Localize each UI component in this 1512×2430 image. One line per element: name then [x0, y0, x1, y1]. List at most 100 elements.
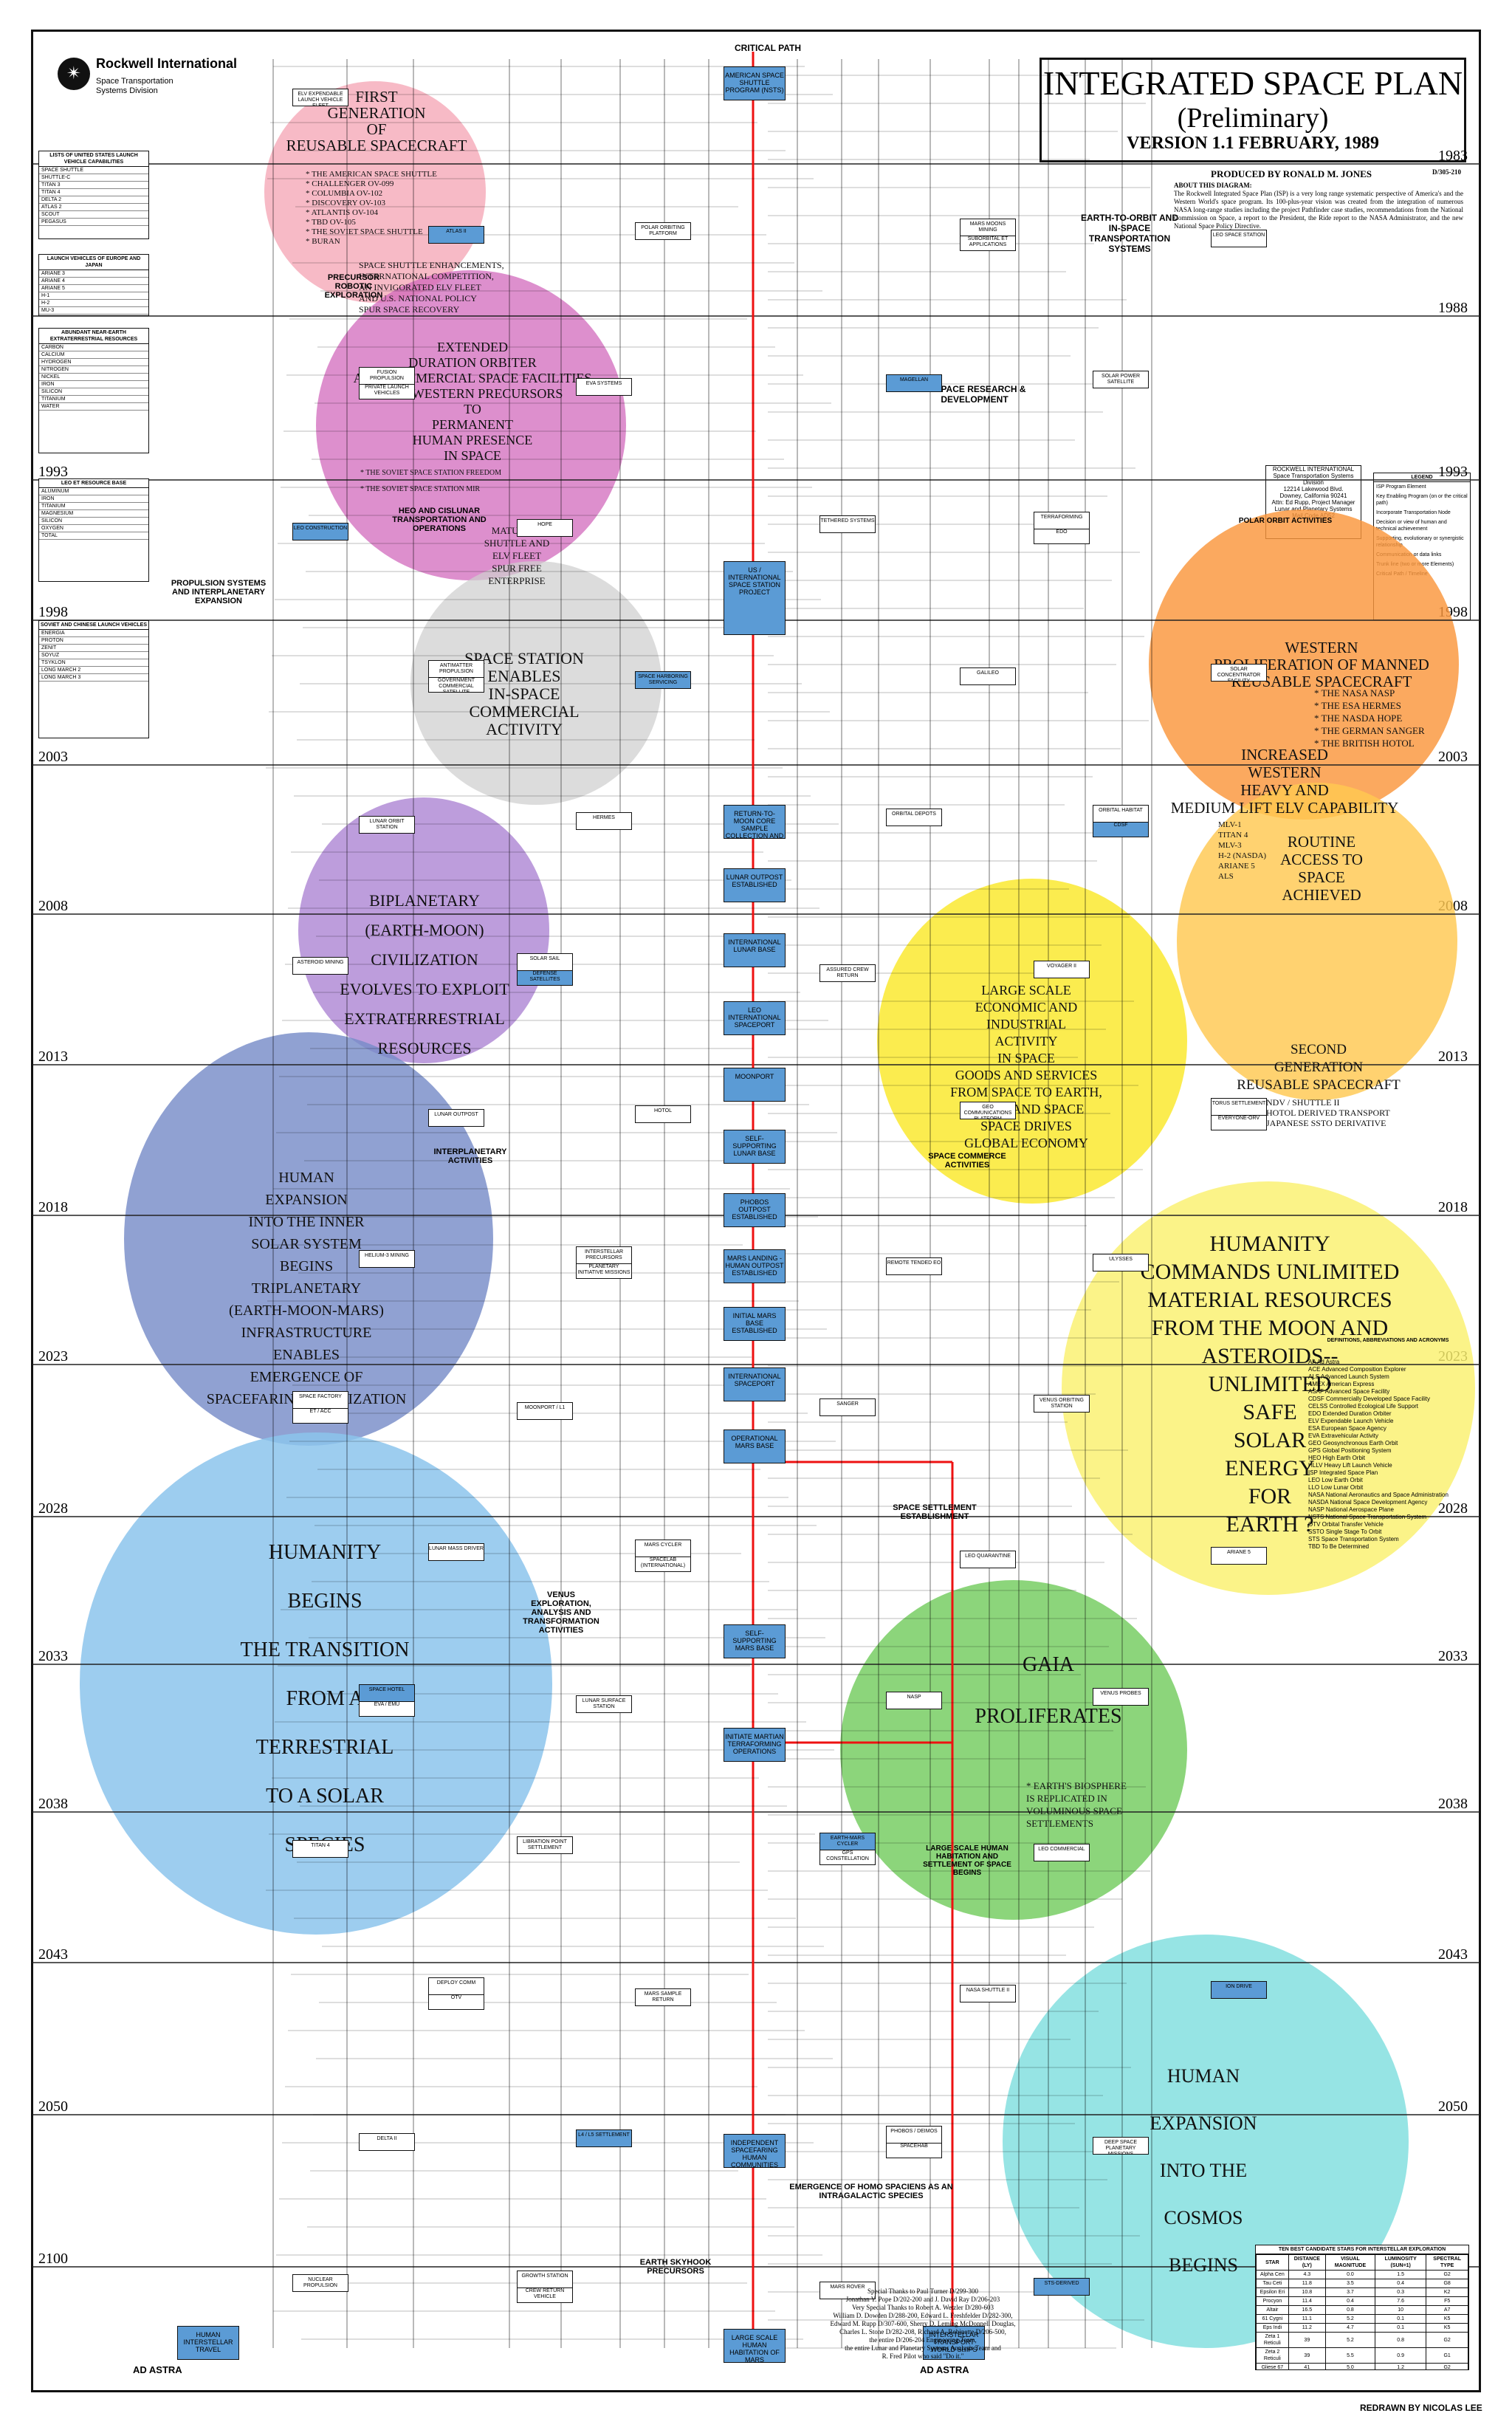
address-line: 12214 Lakewood Blvd.: [1283, 486, 1344, 492]
division-line-2: Systems Division: [96, 86, 158, 95]
logo-name: Rockwell International: [96, 56, 238, 71]
bubble-biplanetary: [298, 797, 549, 1063]
bubble-line: SPACE: [1298, 868, 1345, 886]
bubble-line: HEAVY AND: [1240, 781, 1329, 799]
table-row: DELTA 2: [39, 196, 148, 204]
definition-item: TBD To Be Determined: [1308, 1543, 1370, 1550]
table-cell: Gliese 67: [1256, 2363, 1289, 2369]
bubble-line: BEGINS: [1169, 2254, 1238, 2276]
year-label: 1993: [38, 464, 68, 480]
table-cell: 7.6: [1375, 2296, 1427, 2306]
year-label: 1998: [38, 604, 68, 620]
program-element: SPACE HOTEL: [359, 1684, 415, 1702]
bubble-line: * TBD OV-105: [306, 218, 356, 227]
table-row: SHUTTLE-C: [39, 174, 148, 182]
table-row: NITROGEN: [39, 366, 148, 374]
table-cell: F5: [1426, 2296, 1468, 2306]
bubble-line: PROLIFERATION OF MANNED: [1214, 656, 1429, 673]
table-row: H-2: [39, 300, 148, 307]
bubble-line: * DISCOVERY OV-103: [306, 199, 385, 207]
table-cell: K5: [1426, 2323, 1468, 2333]
address-line: Downey, California 90241: [1279, 492, 1347, 499]
table-row: ARIANE 3: [39, 270, 148, 278]
bubble-line: INTERNATIONAL COMPETITION,: [359, 271, 494, 281]
head-venus: VENUS EXPLORATION, ANALYSIS AND TRANSFOR…: [523, 1590, 599, 1635]
head-inspace: IN-SPACE RESEARCH & DEVELOPMENT: [923, 384, 1026, 405]
bubble-line: SHUTTLE AND: [484, 538, 550, 549]
bubble-line: ENABLES: [273, 1347, 340, 1363]
bubble-line: FIRST: [355, 88, 398, 106]
table-abundant: ABUNDANT NEAR-EARTH EXTRATERRESTRIAL RES…: [38, 328, 149, 453]
bubble-line: WESTERN: [1248, 763, 1322, 781]
bubble-line: * THE SOVIET SPACE SHUTTLE: [306, 227, 423, 236]
definition-item: AMEX American Express: [1308, 1381, 1375, 1387]
table-row: IRON: [39, 381, 148, 388]
column-header: LUMINOSITY (SUN=1): [1375, 2254, 1427, 2271]
program-element: INTERSTELLAR PRECURSORS: [576, 1246, 632, 1264]
bubble-line: TRIPLANETARY: [251, 1280, 362, 1297]
table-row: ARIANE 5: [39, 285, 148, 292]
program-element: L4 / L5 SETTLEMENT: [576, 2129, 632, 2147]
program-element: VENUS PROBES: [1093, 1688, 1149, 1706]
definition-item: ACE Advanced Composition Explorer: [1308, 1366, 1406, 1373]
bubble-line: TO: [464, 402, 481, 416]
program-element: LUNAR ORBIT STATION: [359, 816, 415, 834]
bubble-line: REUSABLE SPACECRAFT: [1237, 1077, 1401, 1093]
bubble-line: EXTENDED: [437, 340, 508, 354]
bubble-first-generation: [264, 81, 486, 303]
bubble-line: * THE GERMAN SANGER: [1314, 725, 1425, 736]
program-element: REMOTE TENDED EO: [886, 1257, 942, 1275]
table-title: ABUNDANT NEAR-EARTH EXTRATERRESTRIAL RES…: [39, 329, 148, 344]
program-element: SANGER: [819, 1398, 876, 1416]
program-element: LUNAR SURFACE STATION: [576, 1695, 632, 1713]
table-cell: 11.2: [1288, 2323, 1326, 2333]
table-cell: 10: [1375, 2305, 1427, 2315]
head-propulsion: PROPULSION SYSTEMS AND INTERPLANETARY EX…: [171, 579, 267, 605]
table-row: LONG MARCH 2: [39, 667, 148, 674]
critical-path-label: CRITICAL PATH: [735, 43, 801, 53]
column-header: VISUAL MAGNITUDE: [1324, 2254, 1376, 2271]
table-row: ZENIT: [39, 645, 148, 652]
bubble-line: MLV-3: [1218, 841, 1242, 850]
program-element: GALILEO: [960, 667, 1016, 685]
bubble-line: ACTIVITY: [486, 720, 563, 738]
program-element: STS-DERIVED: [1034, 2278, 1090, 2296]
table-cell: 1.5: [1375, 2270, 1427, 2279]
program-element: LEO QUARANTINE: [960, 1551, 1016, 1568]
bubble-line: DURATION ORBITER: [408, 355, 537, 370]
table-cell: 0.4: [1324, 2296, 1376, 2306]
bubble-line: IS REPLICATED IN: [1026, 1793, 1107, 1804]
thanks-line: Charles L. Stone D/282-208, Richard A. R…: [839, 2328, 1006, 2335]
key-node: LUNAR OUTPOST ESTABLISHED: [724, 868, 786, 902]
year-label: 1988: [1438, 300, 1468, 316]
table-cell: 4.7: [1324, 2323, 1376, 2333]
key-node: LEO INTERNATIONAL SPACEPORT: [724, 1001, 786, 1035]
program-element: ASTEROID MINING: [292, 957, 348, 975]
bubble-line: IN SPACE: [997, 1051, 1055, 1065]
head-precursor: PRECURSOR ROBOTIC EXPLORATION: [324, 273, 383, 300]
table-cell: 0.4: [1375, 2279, 1427, 2288]
bubble-line: * CHALLENGER OV-099: [306, 179, 394, 188]
program-element: SPACELAB (INTERNATIONAL): [635, 1554, 691, 1572]
table-row: PROTON: [39, 637, 148, 645]
table-row: SCOUT: [39, 211, 148, 219]
bubble-line: SAFE: [1243, 1400, 1297, 1424]
list-western-proliferation: * THE NASA NASP* THE ESA HERMES* THE NAS…: [1314, 687, 1447, 749]
program-element: GOVERNMENT COMMERCIAL SATELLITE DEPLOYME…: [428, 675, 484, 693]
table-row: ALUMINUM: [39, 488, 148, 495]
key-node: SELF-SUPPORTING MARS BASE: [724, 1624, 786, 1658]
key-node: INITIAL MARS BASE ESTABLISHED: [724, 1307, 786, 1341]
bubble-line: ENTERPRISE: [488, 575, 546, 586]
